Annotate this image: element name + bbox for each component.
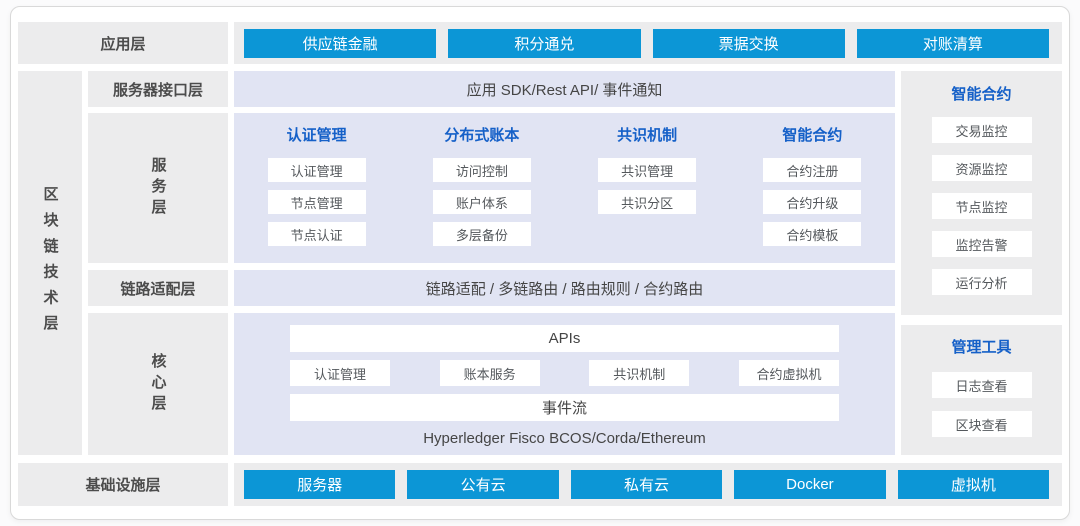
app-button-reconciliation-clearing[interactable]: 对账清算 — [856, 28, 1049, 58]
service-chip: 合约注册 — [763, 158, 862, 183]
app-layer-strip: 供应链金融 积分通兑 票据交换 对账清算 — [234, 22, 1062, 65]
service-layer-label: 服务层 — [88, 113, 228, 264]
service-chip: 共识管理 — [598, 158, 697, 183]
blockchain-architecture-diagram: 应用层 供应链金融 积分通兑 票据交换 对账清算 区块链技术层 服务器接口层 服… — [10, 6, 1070, 520]
service-chip: 节点管理 — [267, 190, 366, 215]
side-panels-column: 智能合约 交易监控 资源监控 节点监控 监控告警 运行分析 管理工具 日志查看 … — [901, 71, 1062, 456]
service-column-distributed-ledger-header: 分布式账本 — [444, 127, 520, 145]
monitor-chip: 交易监控 — [931, 117, 1032, 144]
core-module-chip: 共识机制 — [589, 360, 690, 387]
core-layer-band: APIs 认证管理 账本服务 共识机制 合约虚拟机 事件流 Hyperledge… — [234, 313, 895, 456]
service-column-smart-contract-header: 智能合约 — [782, 127, 843, 145]
infra-button-server[interactable]: 服务器 — [244, 470, 396, 499]
service-column-distributed-ledger: 分布式账本 访问控制 账户体系 多层备份 — [399, 126, 564, 263]
tools-panel: 管理工具 日志查看 区块查看 — [901, 325, 1062, 456]
service-chip: 合约模板 — [763, 222, 862, 247]
infra-layer-strip: 服务器 公有云 私有云 Docker 虚拟机 — [234, 463, 1062, 506]
tools-chip: 区块查看 — [931, 411, 1032, 438]
service-chip: 访问控制 — [432, 158, 531, 183]
service-chip: 认证管理 — [267, 158, 366, 183]
tech-layer-vertical-label: 区块链技术层 — [41, 185, 59, 341]
platforms-text: Hyperledger Fisco BCOS/Corda/Ethereum — [423, 430, 706, 448]
service-chip: 合约升级 — [763, 190, 862, 215]
tools-chip: 日志查看 — [931, 372, 1032, 399]
tech-layer-label-strip: 区块链技术层 — [18, 71, 82, 456]
tools-panel-header: 管理工具 — [951, 339, 1012, 357]
core-module-chip: 账本服务 — [439, 360, 540, 387]
service-chip: 账户体系 — [432, 190, 531, 215]
monitor-chip: 资源监控 — [931, 155, 1032, 182]
link-layer-content: 链路适配 / 多链路由 / 路由规则 / 合约路由 — [234, 270, 895, 307]
interface-layer-content: 应用 SDK/Rest API/ 事件通知 — [234, 71, 895, 108]
infra-layer-label: 基础设施层 — [18, 463, 228, 506]
apis-bar: APIs — [290, 325, 839, 353]
service-column-auth-header: 认证管理 — [286, 127, 347, 145]
infra-button-public-cloud[interactable]: 公有云 — [407, 470, 559, 499]
monitor-chip: 监控告警 — [931, 231, 1032, 258]
core-module-chip: 合约虚拟机 — [738, 360, 839, 387]
link-layer-label: 链路适配层 — [88, 270, 228, 307]
app-layer-row: 应用层 供应链金融 积分通兑 票据交换 对账清算 — [18, 22, 1062, 65]
sublayer-label-column: 服务器接口层 服务层 链路适配层 核心层 — [88, 71, 228, 456]
service-chip: 共识分区 — [598, 190, 697, 215]
monitor-panel: 智能合约 交易监控 资源监控 节点监控 监控告警 运行分析 — [901, 71, 1062, 316]
core-modules-row: 认证管理 账本服务 共识机制 合约虚拟机 — [290, 360, 839, 387]
app-button-points-exchange[interactable]: 积分通兑 — [448, 28, 641, 58]
app-button-supply-chain-finance[interactable]: 供应链金融 — [244, 28, 437, 58]
service-column-consensus-header: 共识机制 — [617, 127, 678, 145]
service-column-consensus: 共识机制 共识管理 共识分区 — [565, 126, 730, 263]
app-layer-label: 应用层 — [18, 22, 228, 65]
sublayer-content-column: 应用 SDK/Rest API/ 事件通知 认证管理 认证管理 节点管理 节点认… — [234, 71, 895, 456]
monitor-panel-header: 智能合约 — [951, 86, 1012, 104]
infra-button-private-cloud[interactable]: 私有云 — [570, 470, 723, 499]
service-chip: 多层备份 — [432, 222, 531, 247]
service-layer-band: 认证管理 认证管理 节点管理 节点认证 分布式账本 访问控制 账户体系 多层备份… — [234, 113, 895, 264]
core-layer-label: 核心层 — [88, 313, 228, 456]
service-chip: 节点认证 — [267, 222, 366, 247]
core-module-chip: 认证管理 — [290, 360, 390, 387]
infra-layer-row: 基础设施层 服务器 公有云 私有云 Docker 虚拟机 — [18, 463, 1062, 506]
infra-button-vm[interactable]: 虚拟机 — [897, 470, 1050, 499]
tech-layer-section: 区块链技术层 服务器接口层 服务层 链路适配层 核心层 应用 SDK/Rest … — [18, 71, 1062, 456]
monitor-chip: 节点监控 — [931, 193, 1032, 220]
monitor-chip: 运行分析 — [931, 269, 1032, 296]
core-layer-label-text: 核心层 — [149, 352, 167, 416]
service-column-auth: 认证管理 认证管理 节点管理 节点认证 — [234, 126, 399, 263]
app-button-bill-exchange[interactable]: 票据交换 — [652, 28, 845, 58]
service-column-smart-contract: 智能合约 合约注册 合约升级 合约模板 — [730, 126, 895, 263]
service-layer-label-text: 服务层 — [149, 156, 167, 220]
event-stream-bar: 事件流 — [290, 394, 839, 422]
interface-layer-label: 服务器接口层 — [88, 71, 228, 108]
infra-button-docker[interactable]: Docker — [734, 470, 886, 499]
